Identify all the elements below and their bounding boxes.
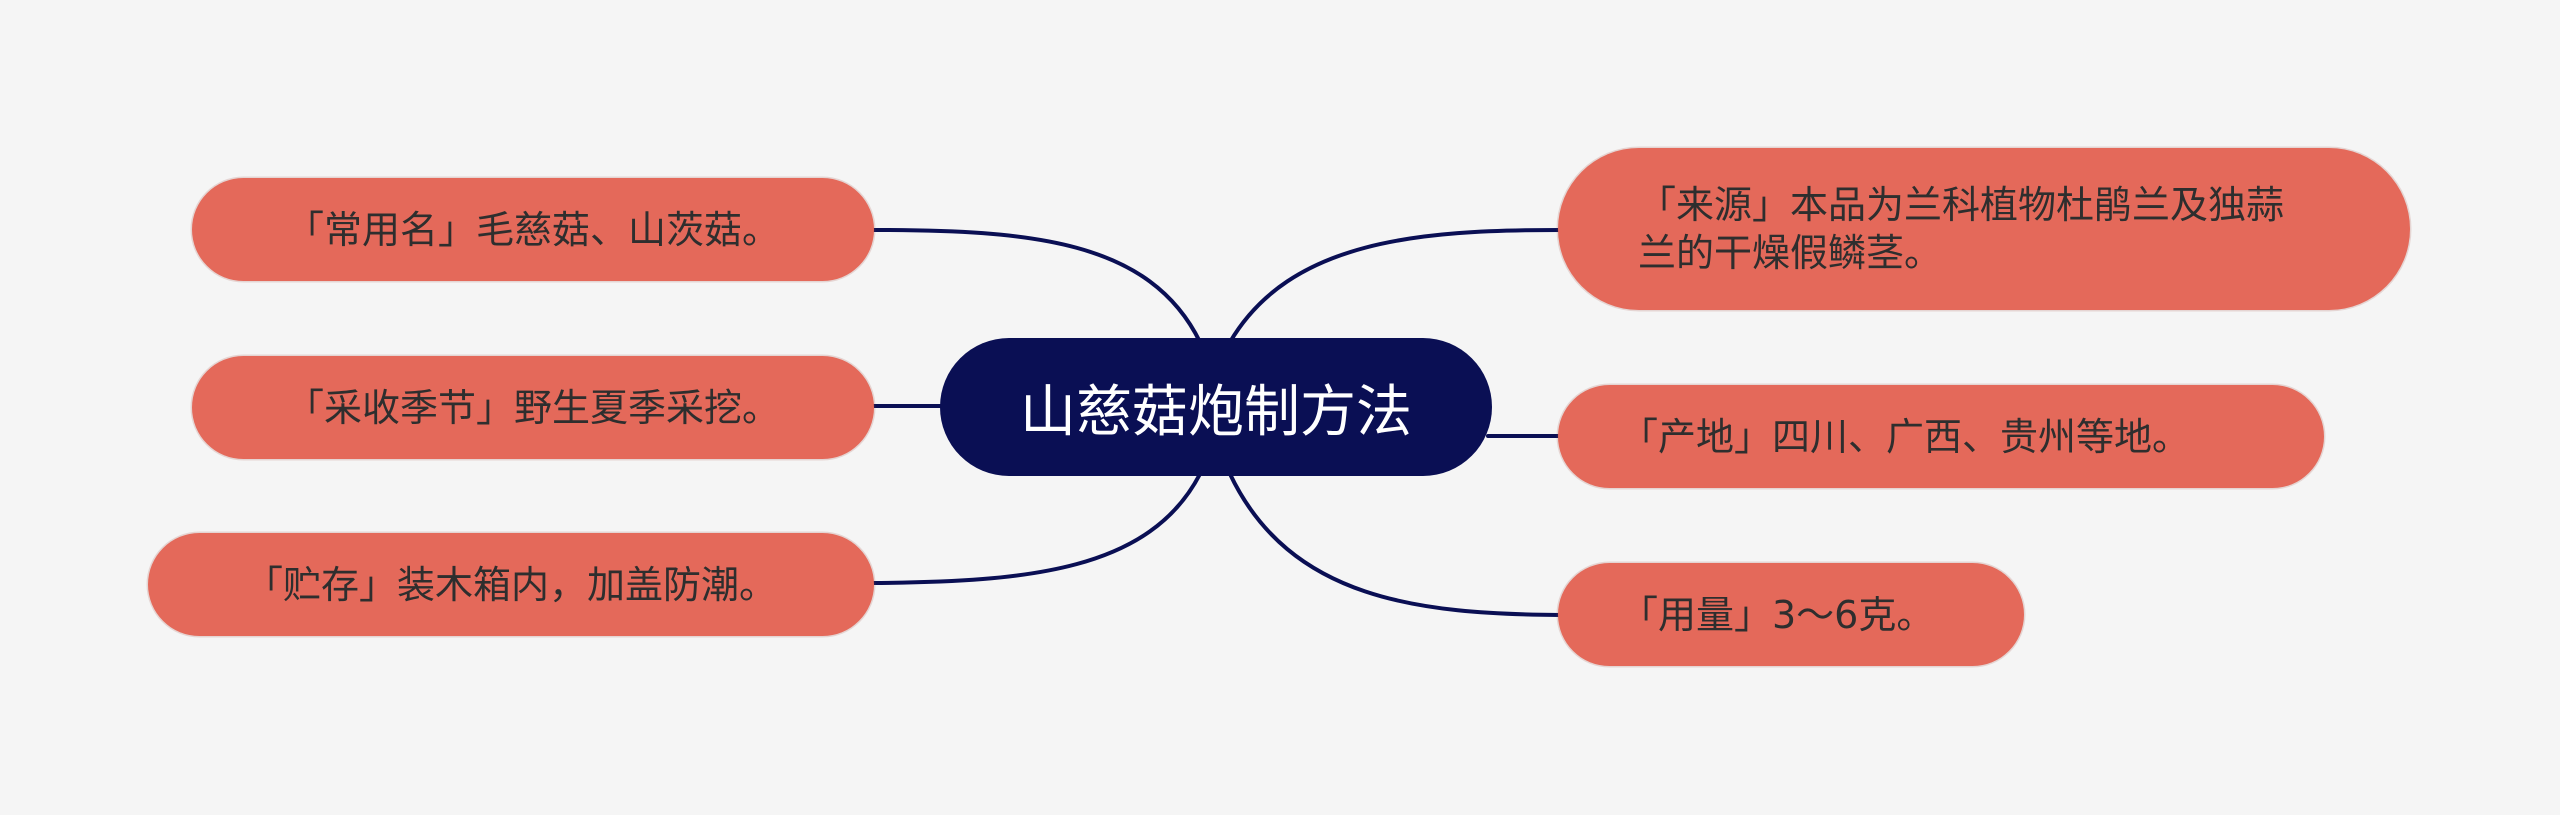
- branch-dosage-label: 「用量」3～6克。: [1620, 592, 1935, 637]
- connector-common-name: [870, 228, 1202, 344]
- connector-source: [1228, 228, 1562, 344]
- branch-origin-label: 「产地」四川、广西、贵州等地。: [1620, 414, 2191, 459]
- branch-harvest-label: 「采收季节」野生夏季采挖。: [285, 385, 780, 430]
- branch-source-label: 「来源」本品为兰科植物杜鹃兰及独蒜兰的干燥假鳞茎。: [1638, 183, 2285, 275]
- branch-storage-label: 「贮存」装木箱内，加盖防潮。: [244, 562, 777, 607]
- central-topic[interactable]: 山慈菇炮制方法: [940, 338, 1492, 476]
- branch-origin[interactable]: 「产地」四川、广西、贵州等地。: [1558, 385, 2324, 488]
- connector-storage: [870, 472, 1202, 585]
- connector-dosage: [1228, 472, 1562, 617]
- branch-common-name[interactable]: 「常用名」毛慈菇、山茨菇。: [192, 178, 874, 281]
- branch-harvest[interactable]: 「采收季节」野生夏季采挖。: [192, 356, 874, 459]
- branch-storage[interactable]: 「贮存」装木箱内，加盖防潮。: [148, 533, 874, 636]
- branch-source[interactable]: 「来源」本品为兰科植物杜鹃兰及独蒜兰的干燥假鳞茎。: [1558, 148, 2410, 310]
- central-topic-label: 山慈菇炮制方法: [1020, 379, 1412, 445]
- branch-dosage[interactable]: 「用量」3～6克。: [1558, 563, 2024, 666]
- branch-common-name-label: 「常用名」毛慈菇、山茨菇。: [285, 207, 780, 252]
